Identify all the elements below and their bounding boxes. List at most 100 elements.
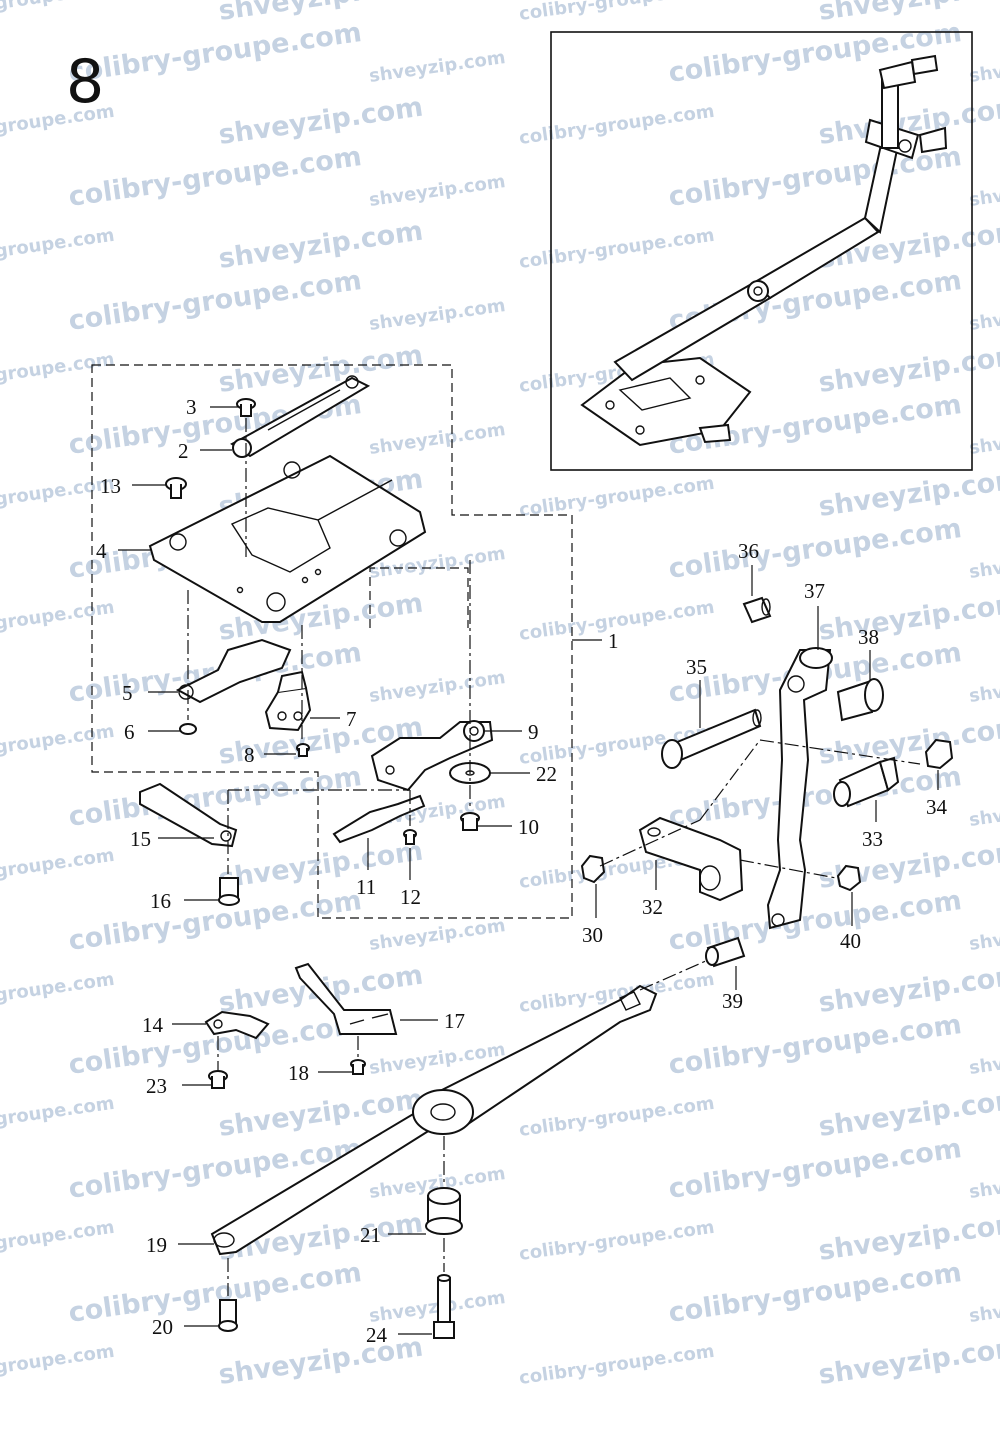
part-6 [179, 723, 197, 735]
watermark-text: shveyzip.com [817, 1332, 1000, 1391]
watermark-text: colibry-groupe.com [0, 225, 116, 273]
watermark-text: colibry-groupe.com [67, 265, 364, 337]
callout-18: 18 [288, 1061, 309, 1085]
watermark-text: shveyzip.com [968, 1039, 1000, 1079]
callout-30: 30 [582, 923, 603, 947]
part-30 [580, 854, 606, 884]
part-33 [833, 756, 900, 808]
watermark-text: colibry-groupe.com [0, 969, 116, 1017]
watermark-text: shveyzip.com [217, 1332, 425, 1391]
part-40 [836, 864, 862, 892]
callout-33: 33 [862, 827, 883, 851]
callout-32: 32 [642, 895, 663, 919]
inner-group-outline [369, 567, 469, 628]
page-number: 8 [66, 47, 105, 117]
watermark-text: colibry-groupe.com [67, 17, 364, 89]
watermark-text: colibry-groupe.com [0, 1093, 116, 1141]
callout-8: 8 [244, 743, 255, 767]
watermark-text: colibry-groupe.com [0, 349, 116, 397]
watermark-text: shveyzip.com [968, 1287, 1000, 1327]
watermark-text: shveyzip.com [217, 92, 425, 151]
watermark-text: colibry-groupe.com [0, 0, 116, 25]
part-18 [350, 1059, 366, 1075]
callout-6: 6 [124, 720, 135, 744]
alignment-lines [187, 418, 921, 1296]
callout-labels: 3 2 13 4 5 6 7 8 9 22 10 11 12 15 16 1 3… [96, 395, 948, 1347]
inset-frame [550, 31, 973, 471]
watermark-text: shveyzip.com [968, 791, 1000, 831]
part-24 [433, 1274, 455, 1339]
part-32 [638, 816, 744, 902]
part-7 [264, 670, 312, 732]
watermark-text: shveyzip.com [817, 1084, 1000, 1143]
watermark-text: colibry-groupe.com [518, 1093, 716, 1141]
part-13 [165, 477, 187, 499]
callout-22: 22 [536, 762, 557, 786]
callout-leaders [118, 406, 939, 1335]
callout-23: 23 [146, 1074, 167, 1098]
inset-assembly-illustration [580, 54, 948, 447]
watermark-text: colibry-groupe.com [67, 1257, 364, 1329]
watermark-text: shveyzip.com [368, 171, 507, 211]
watermark-text: colibry-groupe.com [667, 761, 964, 833]
part-17 [294, 962, 398, 1035]
callout-13: 13 [100, 474, 121, 498]
watermark-text: colibry-groupe.com [0, 473, 116, 521]
assembly-group-outline [91, 364, 573, 919]
callout-12: 12 [400, 885, 421, 909]
part-16 [218, 877, 240, 906]
callout-16: 16 [150, 889, 171, 913]
watermark-text: shveyzip.com [968, 543, 1000, 583]
part-35 [661, 708, 762, 769]
watermark-text: colibry-groupe.com [518, 1341, 716, 1389]
part-37 [766, 647, 833, 930]
callout-35: 35 [686, 655, 707, 679]
watermark-text: shveyzip.com [217, 340, 425, 399]
callout-15: 15 [130, 827, 151, 851]
callout-36: 36 [738, 539, 759, 563]
part-11 [332, 794, 426, 844]
watermark-text: colibry-groupe.com [67, 885, 364, 957]
callout-21: 21 [360, 1223, 381, 1247]
watermark-text: shveyzip.com [817, 588, 1000, 647]
watermark-text: shveyzip.com [817, 960, 1000, 1019]
watermark-text: shveyzip.com [968, 667, 1000, 707]
callout-37: 37 [804, 579, 825, 603]
callout-3: 3 [186, 395, 197, 419]
watermark-text: shveyzip.com [217, 216, 425, 275]
watermark-text: shveyzip.com [368, 419, 507, 459]
callout-39: 39 [722, 989, 743, 1013]
callout-9: 9 [528, 720, 539, 744]
watermark-text: colibry-groupe.com [518, 225, 716, 273]
watermark-text: shveyzip.com [368, 295, 507, 335]
watermark-text: colibry-groupe.com [667, 1009, 964, 1081]
watermark-text: shveyzip.com [817, 0, 1000, 27]
watermark-text: colibry-groupe.com [0, 1341, 116, 1389]
part-15 [139, 782, 238, 848]
watermark-text: colibry-groupe.com [518, 1217, 716, 1265]
callout-2: 2 [178, 439, 189, 463]
watermark-text: colibry-groupe.com [67, 141, 364, 213]
watermark-text: colibry-groupe.com [0, 845, 116, 893]
part-3 [236, 398, 256, 417]
callout-7: 7 [346, 707, 357, 731]
watermark-text: shveyzip.com [817, 1208, 1000, 1267]
watermark-text: colibry-groupe.com [518, 101, 716, 149]
watermark-text: colibry-groupe.com [667, 1133, 964, 1205]
part-38 [836, 678, 884, 722]
part-20 [218, 1299, 238, 1332]
callout-19: 19 [146, 1233, 167, 1257]
callout-1: 1 [608, 629, 619, 653]
watermark-text: colibry-groupe.com [667, 17, 964, 89]
watermark-text: colibry-groupe.com [518, 0, 716, 25]
watermark-text: shveyzip.com [368, 667, 507, 707]
watermark-text: colibry-groupe.com [0, 721, 116, 769]
watermark-text: shveyzip.com [368, 915, 507, 955]
part-23 [208, 1070, 228, 1089]
watermark-text: colibry-groupe.com [667, 141, 964, 213]
watermark-text: shveyzip.com [217, 836, 425, 895]
watermark-text: colibry-groupe.com [667, 1257, 964, 1329]
callout-14: 14 [142, 1013, 164, 1037]
